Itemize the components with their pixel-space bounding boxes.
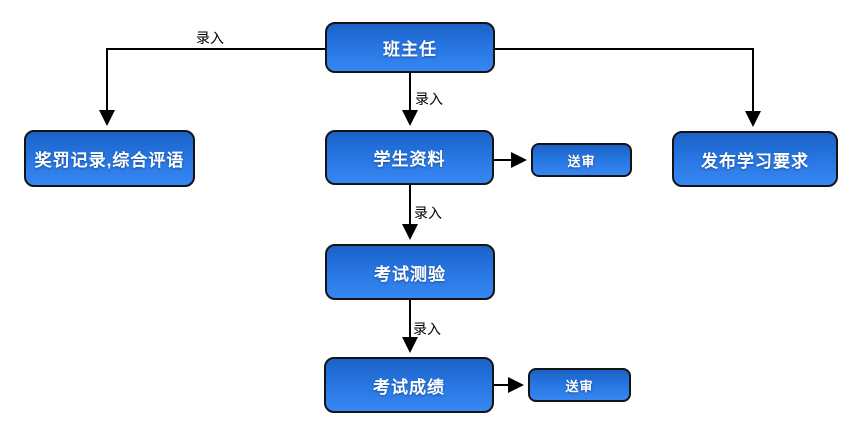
node-exam-test-label: 考试测验 xyxy=(374,264,446,284)
node-submit-review-2: 送审 xyxy=(528,368,631,402)
node-submit-review-1-label: 送审 xyxy=(567,153,596,169)
node-reward-records: 奖罚记录,综合评语 xyxy=(24,130,195,187)
node-publish-requirements: 发布学习要求 xyxy=(672,131,838,187)
node-exam-score-label: 考试成绩 xyxy=(373,377,445,397)
node-exam-test: 考试测验 xyxy=(325,244,495,300)
node-reward-records-label: 奖罚记录,综合评语 xyxy=(34,151,185,170)
edge-label-entry-exam-test: 录入 xyxy=(414,205,442,221)
edge-label-entry-exam-score: 录入 xyxy=(413,321,441,337)
node-class-teacher-label: 班主任 xyxy=(383,40,437,59)
node-class-teacher: 班主任 xyxy=(325,22,495,73)
edge-label-entry-left: 录入 xyxy=(196,30,224,46)
node-student-data: 学生资料 xyxy=(325,130,494,185)
edge-label-entry-student-data: 录入 xyxy=(415,91,443,107)
node-student-data-label: 学生资料 xyxy=(373,150,446,169)
node-exam-score: 考试成绩 xyxy=(324,357,494,413)
edge-teacher-to-records xyxy=(99,48,325,126)
node-submit-review-2-label: 送审 xyxy=(565,378,594,394)
node-submit-review-1: 送审 xyxy=(531,143,632,177)
edge-teacher-to-publish xyxy=(495,48,761,127)
node-publish-requirements-label: 发布学习要求 xyxy=(701,151,809,171)
